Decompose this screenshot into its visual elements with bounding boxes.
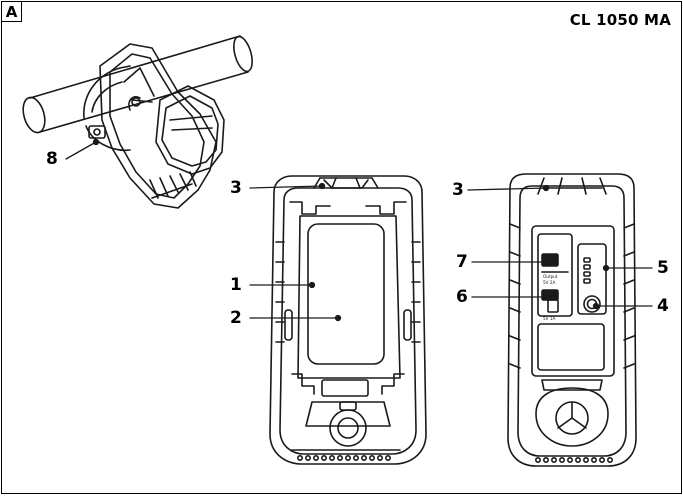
battery-module bbox=[531, 225, 615, 391]
holder-front-view bbox=[269, 175, 427, 465]
usb-output-port bbox=[541, 253, 569, 273]
usb-input-port bbox=[541, 289, 559, 313]
back-bottom-vents bbox=[534, 456, 613, 463]
holder-inner-shell bbox=[279, 187, 417, 455]
lower-slot bbox=[321, 379, 369, 397]
port-label-output: Output bbox=[543, 274, 558, 279]
callout-3-left: 3 bbox=[230, 178, 242, 198]
back-outer-shell bbox=[507, 173, 637, 467]
holder-frame bbox=[99, 43, 217, 209]
lock-knob bbox=[305, 401, 391, 447]
back-mount-knob bbox=[535, 387, 609, 447]
callout-1: 1 bbox=[230, 275, 242, 295]
callout-8: 8 bbox=[46, 149, 58, 169]
side-ribs bbox=[275, 241, 421, 343]
handlebar-tube bbox=[22, 35, 253, 134]
panel-letter: A bbox=[2, 2, 22, 22]
leader-3-right bbox=[467, 187, 547, 191]
back-inner-shell bbox=[517, 185, 627, 457]
callout-7: 7 bbox=[456, 252, 468, 272]
callout-6: 6 bbox=[456, 287, 468, 307]
led-indicators bbox=[583, 257, 591, 284]
holder-outer-shell bbox=[269, 175, 427, 465]
callout-2: 2 bbox=[230, 308, 242, 328]
callout-3-right: 3 bbox=[452, 180, 464, 200]
port-label-output-spec: 5V 2A bbox=[543, 280, 556, 285]
back-top-latch bbox=[537, 177, 607, 195]
handlebar-mount-view bbox=[22, 35, 253, 209]
device-in-holder bbox=[155, 85, 225, 175]
top-latch bbox=[313, 177, 379, 189]
phone-pad bbox=[307, 223, 385, 365]
model-title: CL 1050 MA bbox=[569, 11, 671, 29]
leader-lines bbox=[65, 138, 653, 322]
leader-8 bbox=[65, 141, 97, 160]
leader-3-left bbox=[249, 185, 323, 189]
callout-4: 4 bbox=[657, 296, 669, 316]
callout-5: 5 bbox=[657, 258, 669, 278]
bottom-vents bbox=[291, 449, 401, 461]
back-side-tabs bbox=[509, 223, 635, 369]
cradle-corners bbox=[289, 201, 407, 395]
cradle-frame bbox=[297, 215, 401, 379]
holder-back-view bbox=[507, 173, 637, 467]
port-label-input-spec: 5V 1A bbox=[543, 316, 556, 321]
holder-grip bbox=[149, 171, 197, 199]
